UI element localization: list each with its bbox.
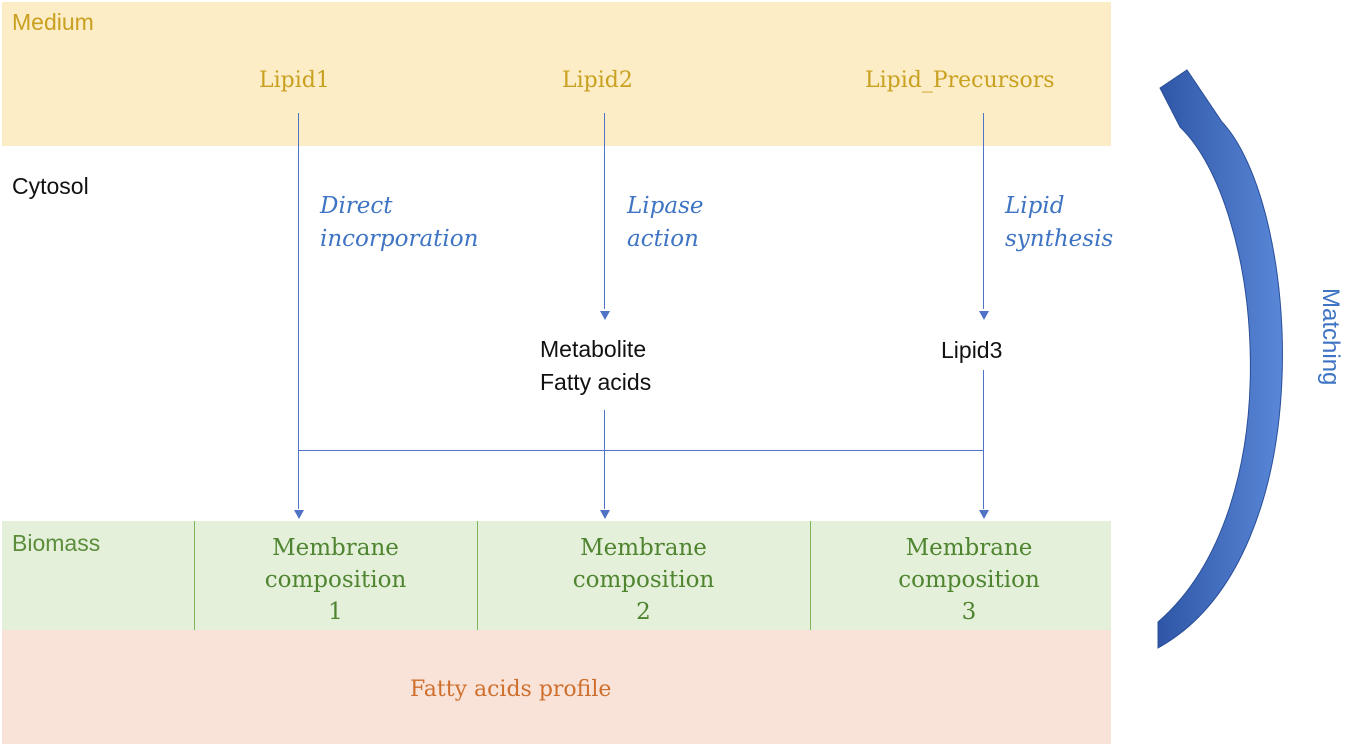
membrane2-arrowhead [600, 510, 610, 519]
lipid1-to-membrane1-line [298, 113, 299, 509]
fatty-acids-profile-label: Fatty acids profile [410, 677, 612, 702]
cross-connector-line [298, 450, 984, 451]
lipase-action-label: Lipase action [627, 193, 704, 252]
biomass-label: Biomass [12, 530, 101, 556]
matching-arrow-body [1157, 69, 1283, 649]
medium-band [2, 2, 1111, 146]
membrane1-arrowhead [294, 510, 304, 519]
medium-label: Medium [12, 9, 94, 35]
lipid3-arrowhead [979, 311, 989, 320]
cytosol-label: Cytosol [12, 173, 89, 199]
membrane-composition-2: Membrane composition 2 [572, 535, 715, 625]
metabolite-fatty-acids-node: Metabolite Fatty acids [540, 336, 652, 395]
biomass-divider-1 [194, 521, 195, 630]
biomass-band [2, 521, 1111, 630]
membrane-composition-3: Membrane composition 3 [898, 535, 1040, 625]
biomass-divider-3 [810, 521, 811, 630]
biomass-divider-2 [477, 521, 478, 630]
metabolite-to-membrane2-line [604, 410, 605, 509]
lipid-precursors-node: Lipid_Precursors [865, 68, 1055, 93]
precursors-to-lipid3-line [983, 113, 984, 309]
direct-incorporation-label: Direct incorporation [320, 193, 479, 252]
membrane3-arrowhead [979, 510, 989, 519]
lipid2-to-metabolite-line [604, 113, 605, 309]
lipid1-node: Lipid1 [259, 68, 330, 93]
lipid2-node: Lipid2 [562, 68, 633, 93]
membrane-composition-1: Membrane composition 1 [264, 535, 407, 625]
lipid3-to-membrane3-line [983, 370, 984, 509]
lipid3-node: Lipid3 [941, 337, 1003, 363]
metabolite-arrowhead [600, 311, 610, 320]
lipid-synthesis-label: Lipid synthesis [1005, 193, 1114, 252]
matching-label: Matching [1317, 288, 1344, 386]
fatty-acids-profile-band [2, 630, 1111, 744]
